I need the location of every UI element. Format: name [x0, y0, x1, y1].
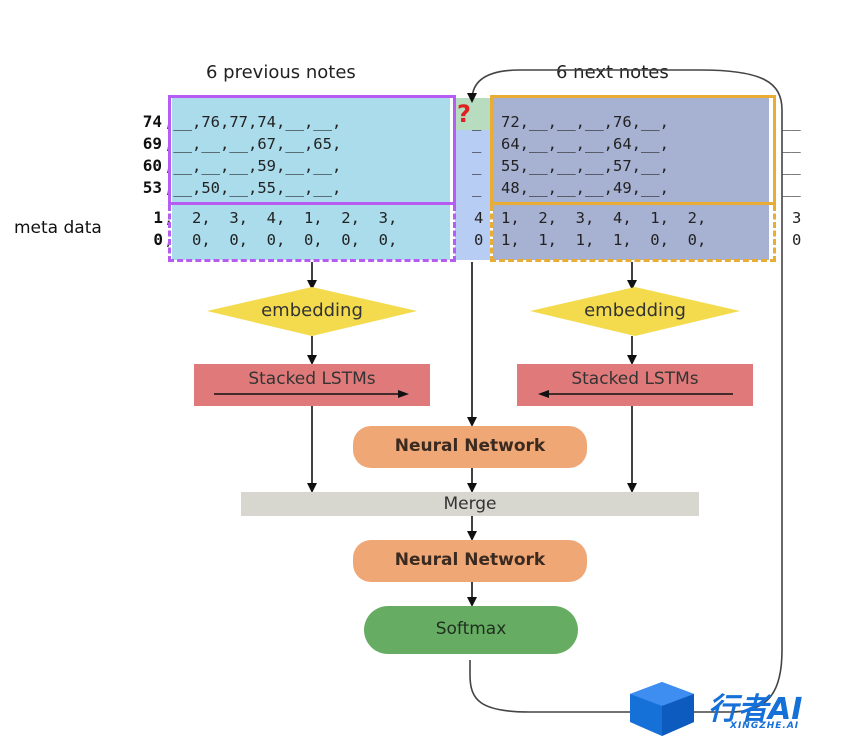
- next-notes-fill: [493, 98, 769, 260]
- current-note-fill-top: [455, 98, 490, 130]
- meta-row-labels: 1 0: [147, 207, 163, 251]
- neural-network-bottom: Neural Network: [353, 540, 587, 582]
- stacked-lstms-right-label: Stacked LSTMs: [571, 369, 699, 389]
- trailing-sequence-row: __: [782, 179, 801, 197]
- current-sequence-row: _: [472, 157, 482, 175]
- backward-arrow-icon: [538, 390, 733, 398]
- stacked-lstms-left-label: Stacked LSTMs: [248, 369, 376, 389]
- meta-current-row: 4: [474, 209, 484, 227]
- unknown-note-marker: ?: [457, 100, 471, 128]
- current-note-sequences: _ _ _ _: [472, 111, 481, 199]
- embedding-right-shape: [530, 287, 740, 336]
- meta-trailing-row: 3: [792, 209, 802, 227]
- row-label: 53: [142, 178, 162, 197]
- next-meta-box: [490, 205, 776, 262]
- meta-row-label: 0: [153, 230, 163, 249]
- row-label: 69: [142, 134, 162, 153]
- previous-sequence-row: ,__,__,__,59,__,__,: [164, 157, 342, 175]
- meta-next-values: 1, 2, 3, 4, 1, 2, 1, 1, 1, 1, 0, 0,: [501, 207, 706, 251]
- meta-next-row: 1, 2, 3, 4, 1, 2,: [501, 209, 707, 227]
- stacked-lstms-left: Stacked LSTMs: [194, 364, 430, 406]
- meta-data-label: meta data: [14, 218, 102, 238]
- trailing-note-sequences: __ __ __ __: [782, 111, 801, 199]
- note-row-labels: 74 69 60 53: [128, 111, 162, 199]
- previous-note-sequences: ,__,76,77,74,__,__, ,__,__,__,67,__,65, …: [164, 111, 341, 199]
- meta-trailing-values: 3 0: [792, 207, 801, 251]
- current-sequence-row: _: [472, 135, 482, 153]
- next-notes-heading: 6 next notes: [556, 62, 669, 83]
- meta-trailing-row: 0: [792, 231, 802, 249]
- logo-subtitle: XINGZHE.AI: [730, 721, 800, 731]
- previous-meta-box: [168, 205, 456, 262]
- previous-sequence-row: ,__,__,__,67,__,65,: [164, 135, 342, 153]
- meta-previous-row: , 0, 0, 0, 0, 0, 0,: [164, 231, 398, 249]
- next-notes-box: [490, 95, 776, 205]
- embedding-left-shape: [207, 287, 417, 336]
- next-sequence-row: 64,__,__,__,64,__,: [501, 135, 669, 153]
- trailing-sequence-row: __: [782, 113, 801, 131]
- trailing-sequence-row: __: [782, 157, 801, 175]
- trailing-sequence-row: __: [782, 135, 801, 153]
- meta-row-label: 1: [153, 208, 163, 227]
- next-sequence-row: 55,__,__,__,57,__,: [501, 157, 669, 175]
- next-sequence-row: 48,__,__,__,49,__,: [501, 179, 669, 197]
- xingzhe-logo-icon: [630, 682, 694, 736]
- logo-wordmark: 行者AI: [708, 692, 803, 727]
- meta-next-row: 1, 1, 1, 1, 0, 0,: [501, 231, 707, 249]
- previous-notes-fill: [172, 98, 450, 260]
- previous-notes-box: [168, 95, 456, 205]
- forward-arrow-icon: [214, 390, 409, 398]
- merge-node: Merge: [241, 492, 699, 516]
- previous-sequence-row: ,__,50,__,55,__,__,: [164, 179, 342, 197]
- row-label: 74: [142, 112, 162, 131]
- stacked-lstms-right: Stacked LSTMs: [517, 364, 753, 406]
- softmax-node: Softmax: [364, 606, 578, 654]
- embedding-right-label: embedding: [584, 300, 686, 321]
- feedback-loop-connector: [467, 69, 783, 713]
- next-note-sequences: 72,__,__,__,76,__, 64,__,__,__,64,__, 55…: [501, 111, 669, 199]
- meta-current-values: 4 0: [474, 207, 483, 251]
- meta-current-row: 0: [474, 231, 484, 249]
- next-sequence-row: 72,__,__,__,76,__,: [501, 113, 669, 131]
- previous-notes-heading: 6 previous notes: [206, 62, 356, 83]
- current-note-fill: [455, 130, 490, 260]
- neural-network-top: Neural Network: [353, 426, 587, 468]
- current-sequence-row: _: [472, 179, 482, 197]
- previous-sequence-row: ,__,76,77,74,__,__,: [164, 113, 342, 131]
- embedding-left-label: embedding: [261, 300, 363, 321]
- row-label: 60: [142, 156, 162, 175]
- current-sequence-row: _: [472, 113, 482, 131]
